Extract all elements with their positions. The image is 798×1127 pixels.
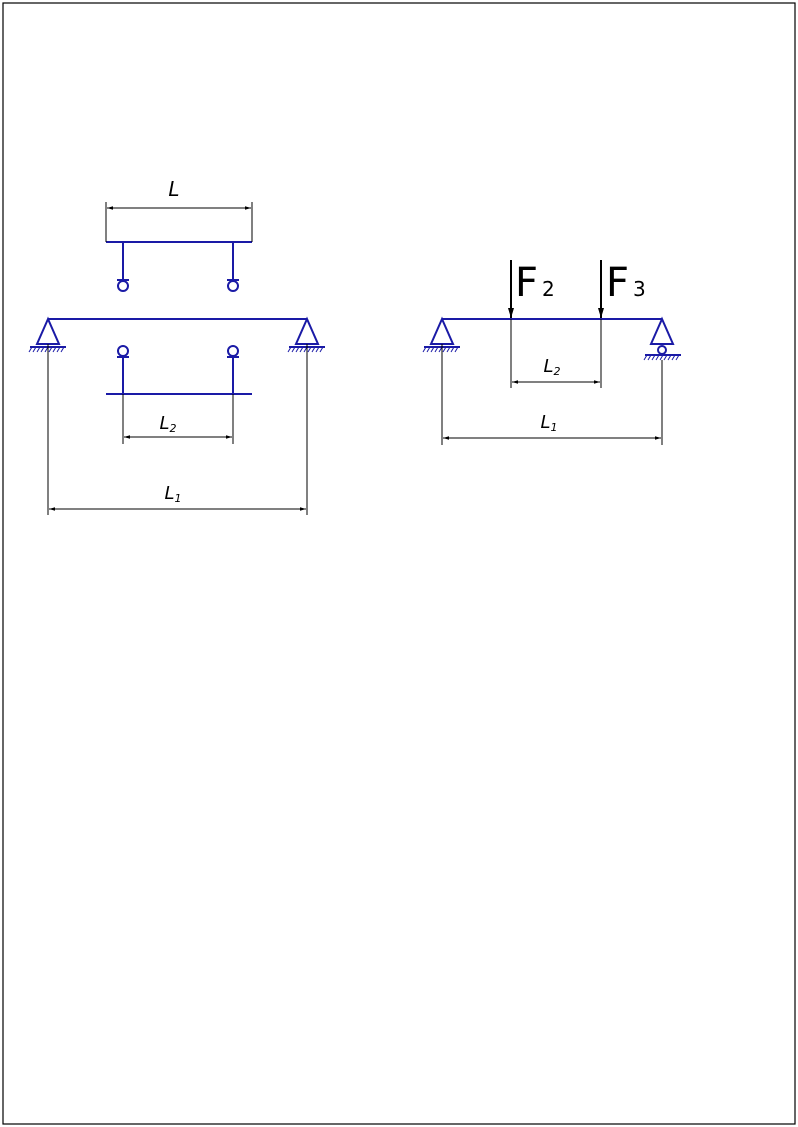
svg-text:F2: F2	[515, 260, 555, 306]
wheel-upper-right-icon	[227, 279, 239, 292]
left-scheme: L	[28, 177, 325, 515]
right-roller-support-icon	[643, 316, 681, 361]
trolley-frame	[106, 241, 252, 292]
dim-inner-right-sub: 2	[554, 365, 561, 378]
svg-text:L2: L2	[543, 356, 560, 378]
svg-text:L1: L1	[540, 412, 557, 434]
dim-inner-right-label: L	[543, 356, 553, 377]
dim-span-right-label: L	[540, 412, 550, 433]
dimension-span-right: L1	[441, 344, 663, 445]
svg-text:L2: L2	[159, 413, 176, 435]
force-f3-sub: 3	[633, 277, 646, 301]
wheel-lower-left-icon	[117, 345, 129, 358]
force-f2-sub: 2	[542, 277, 555, 301]
force-f3-label: F	[606, 260, 629, 306]
dimension-inner-right: L2	[510, 319, 602, 388]
dimension-top: L	[105, 177, 253, 242]
lower-trolley	[106, 345, 252, 395]
wheel-lower-right-icon	[227, 345, 239, 358]
wheel-upper-left-icon	[117, 279, 129, 292]
dim-span-left-label: L	[164, 483, 174, 504]
svg-text:F3: F3	[606, 260, 646, 306]
dim-top-label: L	[168, 177, 179, 201]
dimension-span-left: L1	[47, 344, 308, 515]
dim-inner-left-label: L	[159, 413, 169, 434]
force-f2-label: F	[515, 260, 538, 306]
dim-inner-left-sub: 2	[170, 422, 177, 435]
dim-span-left-sub: 1	[175, 492, 182, 505]
svg-text:L1: L1	[164, 483, 181, 505]
dim-span-right-sub: 1	[551, 421, 558, 434]
dimension-inner-left: L2	[122, 394, 234, 444]
